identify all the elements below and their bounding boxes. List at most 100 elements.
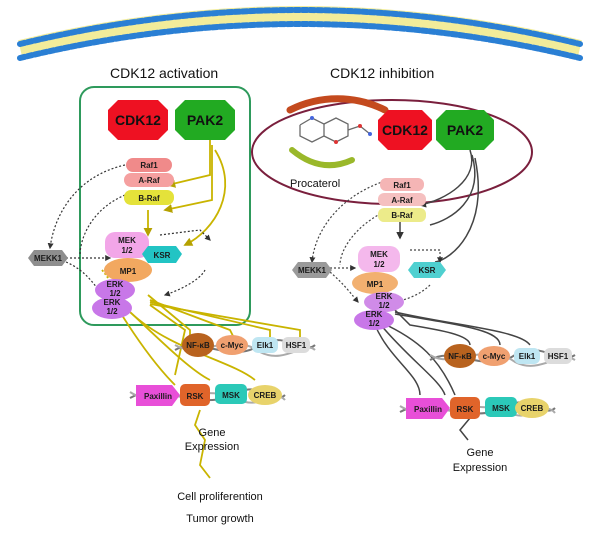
svg-text:MP1: MP1 xyxy=(367,280,384,289)
svg-text:RSK: RSK xyxy=(187,392,204,401)
svg-text:NF-κB: NF-κB xyxy=(448,352,472,361)
svg-text:A-Raf: A-Raf xyxy=(391,196,413,205)
procaterol-molecule xyxy=(286,95,389,169)
cdk12-node xyxy=(108,100,168,140)
erk-node-2-inhibited: ERK 1/2 xyxy=(354,310,394,330)
ksr-node-inhibited: KSR xyxy=(408,262,446,278)
target-paxillin-inhibited: Paxillin xyxy=(406,398,450,419)
tf-hsf1-inhibited: HSF1 xyxy=(544,348,572,364)
tf-nfkb: NF-κB xyxy=(182,333,214,357)
svg-text:B-Raf: B-Raf xyxy=(138,194,160,203)
svg-text:ERK: ERK xyxy=(107,280,124,289)
mekk1-node-inhibited: MEKK1 xyxy=(292,262,332,278)
svg-text:Elk1: Elk1 xyxy=(519,352,536,361)
mek-node: MEK 1/2 xyxy=(105,232,149,258)
mek-node-inhibited: MEK 1/2 xyxy=(358,246,400,272)
svg-text:KSR: KSR xyxy=(154,251,171,260)
procaterol-label: Procaterol xyxy=(290,178,340,190)
svg-text:HSF1: HSF1 xyxy=(286,341,307,350)
svg-text:MEKK1: MEKK1 xyxy=(34,254,63,263)
raf1-node-inhibited: Raf1 xyxy=(380,178,424,191)
braf-node: B-Raf xyxy=(124,190,174,205)
svg-text:1/2: 1/2 xyxy=(368,319,380,328)
outcome-tumor-growth: Tumor growth xyxy=(186,513,253,525)
svg-text:Elk1: Elk1 xyxy=(257,341,274,350)
gene-expression-label-2-inhibited: Expression xyxy=(453,462,507,474)
target-rsk-inhibited: RSK xyxy=(450,397,480,419)
svg-text:HSF1: HSF1 xyxy=(548,352,569,361)
erk-node-1: ERK 1/2 xyxy=(95,279,135,301)
pak2-label: PAK2 xyxy=(187,112,224,128)
target-creb: CREB xyxy=(248,385,282,405)
svg-text:CREB: CREB xyxy=(254,391,277,400)
svg-text:MSK: MSK xyxy=(492,404,510,413)
svg-text:1/2: 1/2 xyxy=(109,289,121,298)
svg-text:MP1: MP1 xyxy=(120,267,137,276)
svg-text:Paxillin: Paxillin xyxy=(414,405,442,414)
tf-nfkb-inhibited: NF-κB xyxy=(444,344,476,368)
outcome-proliferation: Cell proliferention xyxy=(177,491,263,503)
svg-text:1/2: 1/2 xyxy=(373,260,385,269)
activation-panel: CDK12 PAK2 xyxy=(28,86,316,525)
cell-membrane xyxy=(17,6,583,61)
svg-text:A-Raf: A-Raf xyxy=(138,176,160,185)
activation-box xyxy=(79,86,251,326)
mp1-node-inhibited: MP1 xyxy=(352,272,398,294)
svg-text:1/2: 1/2 xyxy=(106,307,118,316)
svg-text:RSK: RSK xyxy=(457,405,474,414)
activation-edges xyxy=(101,140,301,479)
target-paxillin: Paxillin xyxy=(136,385,180,406)
target-msk: MSK xyxy=(215,384,247,404)
cdk12-label: CDK12 xyxy=(115,112,161,128)
svg-text:MEK: MEK xyxy=(118,236,136,245)
svg-text:1/2: 1/2 xyxy=(121,246,133,255)
target-creb-inhibited: CREB xyxy=(515,398,549,418)
gene-expression-label-1: Gene xyxy=(199,427,226,439)
svg-text:Paxillin: Paxillin xyxy=(144,392,172,401)
araf-node-inhibited: A-Raf xyxy=(378,193,426,206)
gene-expression-label-2: Expression xyxy=(185,441,239,453)
tf-hsf1: HSF1 xyxy=(282,337,310,353)
araf-node: A-Raf xyxy=(124,173,174,187)
pak2-node xyxy=(175,100,235,140)
mp1-node: MP1 xyxy=(104,258,152,282)
raf1-node: Raf1 xyxy=(126,158,172,172)
cdk12-node-inhibited xyxy=(378,110,432,150)
tf-cmyc-inhibited: c-Myc xyxy=(478,346,510,366)
svg-text:B-Raf: B-Raf xyxy=(391,211,413,220)
svg-text:c-Myc: c-Myc xyxy=(483,352,506,361)
svg-text:Raf1: Raf1 xyxy=(393,181,411,190)
svg-text:KSR: KSR xyxy=(419,266,436,275)
svg-text:1/2: 1/2 xyxy=(378,301,390,310)
tf-elk1-inhibited: Elk1 xyxy=(514,348,540,364)
svg-text:ERK: ERK xyxy=(376,292,393,301)
target-msk-inhibited: MSK xyxy=(485,397,517,417)
svg-text:ERK: ERK xyxy=(366,310,383,319)
gene-expression-label-1-inhibited: Gene xyxy=(467,447,494,459)
inhibition-heading: CDK12 inhibition xyxy=(330,65,434,81)
inhibition-panel: Procaterol CDK12 PAK2 xyxy=(251,95,576,474)
svg-text:CREB: CREB xyxy=(521,404,544,413)
pak2-node-inhibited xyxy=(436,110,494,150)
svg-text:Raf1: Raf1 xyxy=(140,161,158,170)
svg-text:NF-κB: NF-κB xyxy=(186,341,210,350)
pak2-label-inhibited: PAK2 xyxy=(447,122,484,138)
tf-elk1: Elk1 xyxy=(252,337,278,353)
braf-node-inhibited: B-Raf xyxy=(378,208,426,222)
svg-text:ERK: ERK xyxy=(104,298,121,307)
mekk1-node: MEKK1 xyxy=(28,250,68,266)
target-rsk: RSK xyxy=(180,384,210,406)
erk-node-2: ERK 1/2 xyxy=(92,297,132,319)
activation-dotted-edges xyxy=(47,164,211,297)
erk-node-1-inhibited: ERK 1/2 xyxy=(364,292,404,312)
svg-text:MEKK1: MEKK1 xyxy=(298,266,327,275)
cdk12-label-inhibited: CDK12 xyxy=(382,122,428,138)
svg-text:MEK: MEK xyxy=(370,250,388,259)
activation-heading: CDK12 activation xyxy=(110,65,218,81)
tf-cmyc: c-Myc xyxy=(216,335,248,355)
ksr-node: KSR xyxy=(142,246,182,263)
svg-text:MSK: MSK xyxy=(222,391,240,400)
svg-text:c-Myc: c-Myc xyxy=(221,341,244,350)
